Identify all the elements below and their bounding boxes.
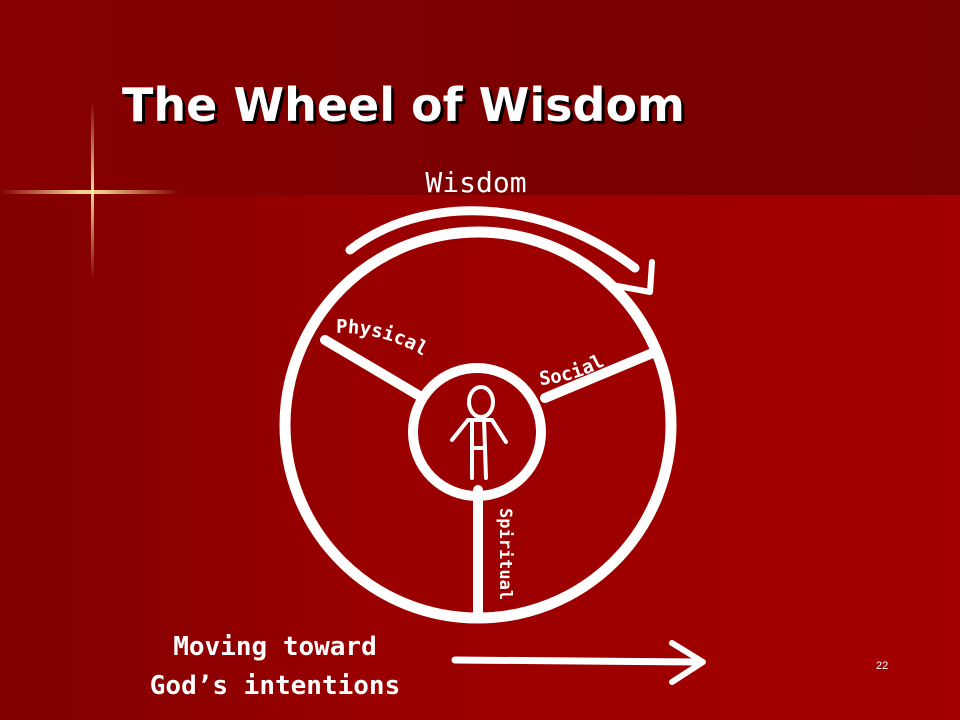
- forward-arrow-icon: [451, 640, 706, 685]
- header-band: [0, 0, 960, 195]
- segment-label-social: Social: [538, 350, 608, 390]
- wheel-hub: [408, 363, 546, 501]
- person-icon: [450, 385, 508, 480]
- caption: Moving toward God’s intentions: [110, 628, 440, 706]
- segment-label-spiritual: Spiritual: [495, 508, 515, 600]
- caption-line-1: Moving toward: [173, 632, 377, 662]
- wheel-spokes: [320, 335, 660, 620]
- sparkle-decoration-vertical: [91, 100, 94, 280]
- caption-line-2: God’s intentions: [149, 671, 401, 701]
- sparkle-decoration-horizontal: [0, 190, 180, 194]
- page-number: 22: [876, 660, 889, 672]
- slide-title: The Wheel of Wisdom: [122, 78, 685, 132]
- wisdom-label: Wisdom: [425, 166, 526, 199]
- content-background: [0, 195, 960, 720]
- rotation-arrow-icon: [345, 206, 655, 295]
